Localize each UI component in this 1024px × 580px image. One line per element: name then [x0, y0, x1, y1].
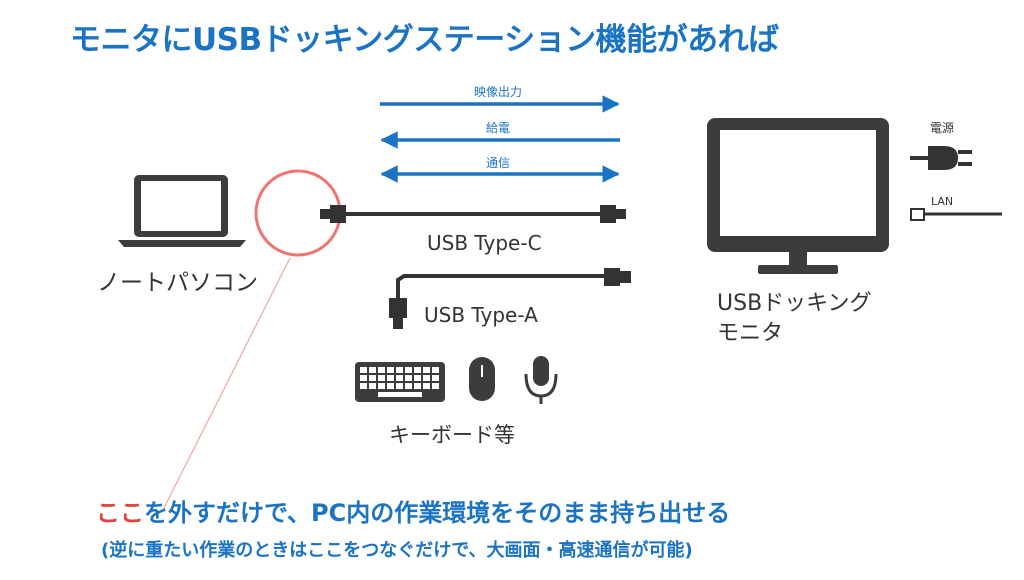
- page-title: モニタにUSBドッキングステーション機能があれば: [70, 22, 779, 58]
- keyboard-key: [432, 383, 439, 389]
- usb-type-c-cable: [320, 205, 626, 223]
- keyboard-key: [405, 375, 412, 381]
- microphone-icon: [524, 356, 558, 404]
- laptop-icon: [118, 175, 246, 247]
- usb-type-c-label: USB Type-C: [427, 231, 542, 255]
- keyboard-key: [387, 375, 394, 381]
- keyboard-key: [360, 375, 367, 381]
- keyboard-key: [369, 375, 376, 381]
- keyboard-key: [360, 367, 367, 373]
- keyboard-key: [423, 375, 430, 381]
- keyboard-key: [396, 367, 403, 373]
- lan-label: LAN: [931, 195, 953, 208]
- keyboard-spacebar: [378, 392, 422, 397]
- keyboard-key: [414, 383, 421, 389]
- keyboard-key: [378, 367, 385, 373]
- keyboard-key: [387, 383, 394, 389]
- peripherals-label: キーボード等: [389, 423, 515, 447]
- keyboard-key: [414, 367, 421, 373]
- mouse-icon: [469, 357, 495, 401]
- video-out-label: 映像出力: [474, 85, 522, 99]
- power-source-label: 電源: [930, 121, 954, 135]
- keyboard-key: [414, 375, 421, 381]
- footer-sub: (逆に重たい作業のときはここをつなぐだけで、大画面・高速通信が可能): [101, 540, 693, 561]
- usb-type-a-cable: [389, 268, 631, 329]
- keyboard-key: [423, 367, 430, 373]
- power-plug-icon: [910, 146, 972, 170]
- keyboard-key: [378, 383, 385, 389]
- usb-type-a-label: USB Type-A: [424, 303, 538, 327]
- keyboard-key: [405, 383, 412, 389]
- video-out-arrow: 映像出力: [380, 85, 620, 113]
- keyboard-key: [387, 367, 394, 373]
- keyboard-key: [396, 383, 403, 389]
- power-arrow: 給電: [380, 121, 620, 149]
- keyboard-key: [405, 367, 412, 373]
- power-label: 給電: [486, 121, 510, 135]
- comm-arrow: 通信: [380, 156, 620, 183]
- monitor-icon: [707, 118, 889, 274]
- keyboard-key: [423, 383, 430, 389]
- keyboard-key: [360, 383, 367, 389]
- lan-cable-icon: [910, 208, 1002, 221]
- keyboard-key: [369, 367, 376, 373]
- keyboard-key: [432, 375, 439, 381]
- keyboard-icon: [355, 362, 445, 402]
- keyboard-key: [369, 383, 376, 389]
- keyboard-key: [432, 367, 439, 373]
- footer-main: ここを外すだけで、PC内の作業環境をそのまま持ち出せる: [96, 493, 730, 528]
- keyboard-key: [396, 375, 403, 381]
- monitor-label-line2: モニタ: [717, 321, 783, 346]
- footer-main-text: を外すだけで、PC内の作業環境をそのまま持ち出せる: [144, 499, 731, 527]
- monitor-label-line1: USBドッキング: [717, 291, 872, 316]
- keyboard-key: [378, 375, 385, 381]
- highlight-pointer-line: [162, 257, 291, 511]
- laptop-label: ノートパソコン: [97, 270, 258, 296]
- footer-highlight: ここ: [96, 499, 144, 527]
- comm-label: 通信: [486, 156, 510, 170]
